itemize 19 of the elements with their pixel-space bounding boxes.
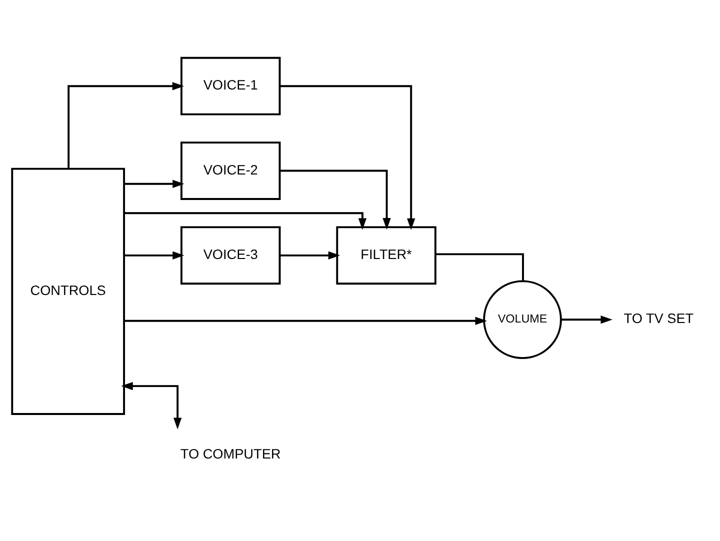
arrow: [68, 82, 184, 169]
node-box: VOICE-1: [180, 56, 281, 116]
arrow: [280, 251, 340, 260]
arrow: [280, 170, 391, 230]
node-box: FILTER*: [336, 226, 436, 285]
node-box: CONTROLS: [11, 168, 126, 415]
connector: [436, 253, 524, 282]
arrow: [121, 382, 182, 430]
arrow: [124, 212, 367, 230]
node-text: TO TV SET: [624, 311, 694, 326]
arrow: [124, 251, 184, 260]
node-text: TO COMPUTER: [180, 446, 281, 462]
arrow: [124, 316, 487, 325]
arrow: [280, 85, 416, 230]
node-box: VOICE-2: [180, 142, 281, 200]
arrow: [561, 316, 612, 324]
node-box: VOICE-3: [180, 226, 281, 285]
arrow: [124, 180, 184, 188]
node-circle: VOLUME: [483, 280, 562, 360]
